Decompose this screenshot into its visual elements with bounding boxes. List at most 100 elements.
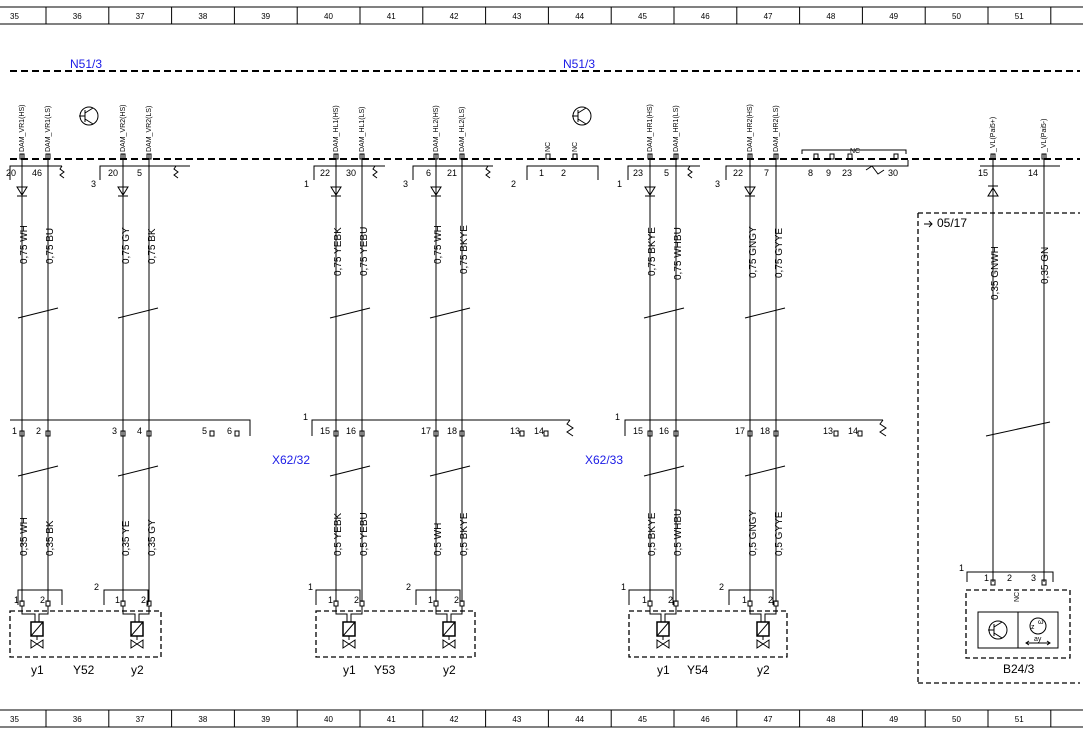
svg-text:2: 2: [511, 179, 516, 189]
ruler-label: 37: [136, 12, 145, 21]
pin-socket: [747, 153, 753, 160]
svg-text:5: 5: [664, 168, 669, 178]
svg-text:1: 1: [304, 179, 309, 189]
pin-socket: [45, 153, 51, 160]
svg-text:1: 1: [308, 582, 313, 592]
svg-text:0,35 GN: 0,35 GN: [1040, 247, 1051, 284]
valve-coil-label: y2: [757, 663, 770, 677]
valve-coil-label: y1: [31, 663, 44, 677]
module-connector-outlines: [9, 160, 1060, 180]
ruler-label: 50: [952, 715, 961, 724]
valve-coil-label: y2: [443, 663, 456, 677]
svg-text:1: 1: [642, 595, 647, 605]
svg-text:0,75 BKYE: 0,75 BKYE: [459, 225, 470, 274]
ruler-label: 46: [701, 715, 710, 724]
svg-text:6: 6: [426, 168, 431, 178]
pin-socket: [747, 430, 753, 437]
pin-socket: [45, 430, 51, 437]
pin-socket: [829, 153, 835, 160]
ruler-label: 51: [1015, 715, 1024, 724]
ruler-label: 42: [450, 12, 459, 21]
pin-socket: [893, 153, 899, 160]
svg-text:30: 30: [346, 168, 356, 178]
svg-text:2: 2: [36, 426, 41, 436]
wire-break-marks: [17, 307, 1051, 477]
svg-text:1: 1: [115, 595, 120, 605]
signal-label: NC: [572, 142, 579, 152]
ruler-label: 35: [10, 12, 19, 21]
ruler-label: 40: [324, 715, 333, 724]
connector-left: 1 2 3 4 5 6: [10, 419, 251, 436]
solenoid-valve-icon: [342, 621, 356, 649]
svg-text:16: 16: [346, 426, 356, 436]
module-label-right: N51/3: [563, 57, 595, 71]
ruler-label: 48: [826, 12, 835, 21]
ruler-label: 45: [638, 12, 647, 21]
signal-label: DAM_HR1(HS): [647, 104, 654, 152]
svg-text:8: 8: [808, 168, 813, 178]
svg-text:0,75 GNGY: 0,75 GNGY: [748, 226, 759, 278]
svg-text:0,75 WHBU: 0,75 WHBU: [673, 227, 684, 280]
svg-text:2: 2: [141, 595, 146, 605]
svg-text:5: 5: [202, 426, 207, 436]
ruler-label: 38: [198, 12, 207, 21]
transistor-icon: [988, 620, 1008, 640]
signal-label: _VL(Pai5+): [990, 117, 997, 153]
svg-text:3: 3: [403, 179, 408, 189]
svg-text:15: 15: [320, 426, 330, 436]
svg-text:0,35 GY: 0,35 GY: [147, 519, 158, 556]
solenoid-valve-icon: [30, 621, 44, 649]
svg-text:18: 18: [447, 426, 457, 436]
pin-socket: [359, 430, 365, 437]
signal-label: DAM_HR2(LS): [773, 105, 780, 152]
ruler-label: 35: [10, 715, 19, 724]
svg-text:1: 1: [984, 573, 989, 583]
ruler-label: 48: [826, 715, 835, 724]
signal-label: DAM_HL2(LS): [459, 106, 466, 152]
pin-socket: [773, 430, 779, 437]
svg-text:0,75 BK: 0,75 BK: [147, 228, 158, 264]
signal-label: DAM_VR1(LS): [45, 106, 52, 152]
pin-socket: [773, 153, 779, 160]
sensor-ref: 05/17: [937, 216, 967, 230]
svg-text:20: 20: [6, 168, 16, 178]
ruler-label: 44: [575, 715, 584, 724]
valve-coil-label: y1: [657, 663, 670, 677]
svg-text:20: 20: [108, 168, 118, 178]
pin-socket: [1041, 579, 1047, 586]
svg-text:22: 22: [733, 168, 743, 178]
svg-text:1: 1: [621, 582, 626, 592]
svg-text:NC: NC: [850, 148, 860, 155]
signal-label: DAM_HR2(HS): [747, 104, 754, 152]
wire-labels-upper: 0,75 WH 0,75 BU 0,75 GY 0,75 BK 0,75 YEB…: [19, 225, 1051, 300]
transistor-icon: [79, 106, 99, 126]
signal-label: DAM_HL1(HS): [333, 105, 340, 152]
pin-socket: [120, 430, 126, 437]
pin-socket: [459, 153, 465, 160]
svg-text:14: 14: [848, 426, 858, 436]
ruler-label: 47: [764, 12, 773, 21]
ruler-label: 41: [387, 715, 396, 724]
svg-text:14: 14: [1028, 168, 1038, 178]
wire-labels-lower: 0,35 WH 0,35 BK 0,35 YE 0,35 GY 0,5 YEBK…: [19, 509, 785, 556]
svg-text:1: 1: [428, 595, 433, 605]
pin-socket: [647, 430, 653, 437]
ruler-label: 42: [450, 715, 459, 724]
pin-socket: [673, 153, 679, 160]
signal-label: DAM_HR1(LS): [673, 105, 680, 152]
pin-socket: [433, 430, 439, 437]
connector-x62-33: 1 15 16 17 18 13 14 X62/33: [585, 412, 887, 467]
svg-text:1: 1: [303, 412, 308, 422]
pin-socket: [146, 430, 152, 437]
valve-coil-label: y1: [343, 663, 356, 677]
svg-text:0,75 GY: 0,75 GY: [121, 227, 132, 264]
solenoid-valve-icon: [656, 621, 670, 649]
ruler-label: 39: [261, 715, 270, 724]
pin-socket: [673, 430, 679, 437]
svg-text:6: 6: [227, 426, 232, 436]
ruler-label: 37: [136, 715, 145, 724]
svg-text:2: 2: [1007, 573, 1012, 583]
